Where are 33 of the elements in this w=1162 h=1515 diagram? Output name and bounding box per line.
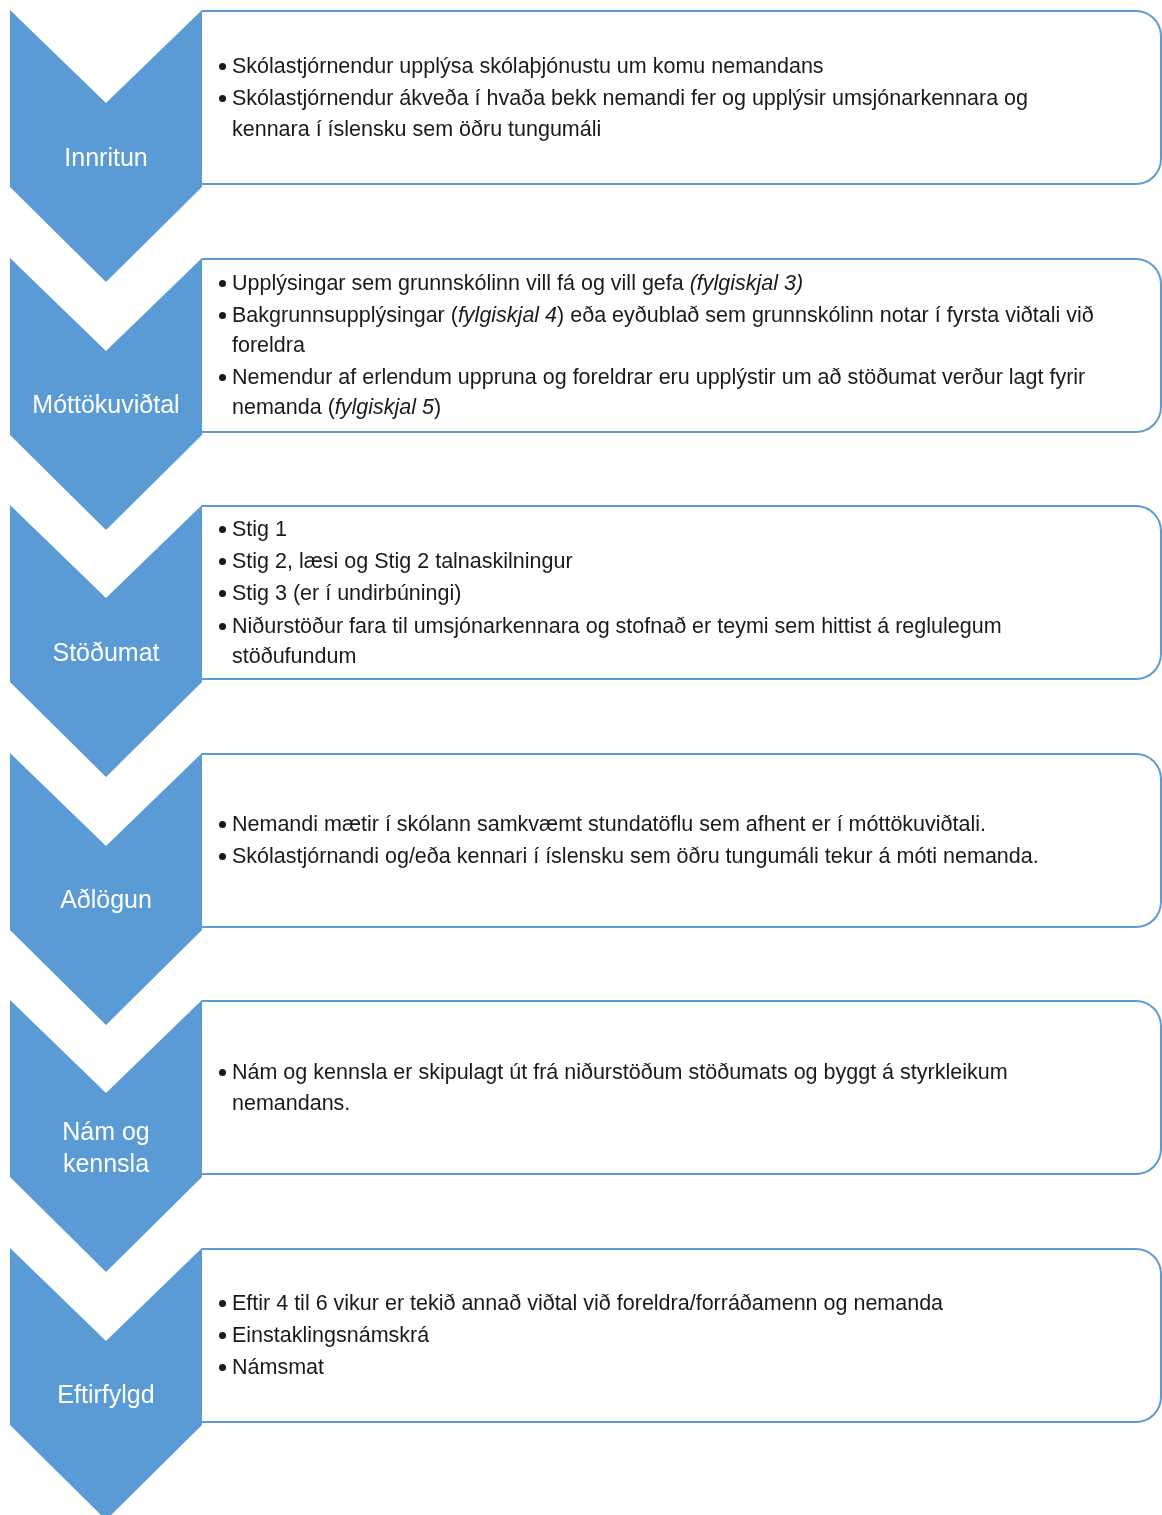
chevron-step: [10, 1247, 202, 1515]
step-label: Aðlögun: [60, 884, 152, 916]
content-box: [202, 752, 1162, 928]
bullet-text: Bakgrunnsupplýsingar (fylgiskjal 4) eða eyðublað sem grunnskólinn notar í fyrsta viðtali við foreldra: [218, 299, 1100, 361]
chevron-step: [10, 752, 202, 1025]
chevron-step: [10, 505, 202, 777]
bullet-text: Skólastjórnandi og/eða kennari í íslensku sem öðru tungumáli tekur á móti nemanda.: [218, 841, 1100, 872]
bullet-text: Nám og kennsla er skipulagt út frá niðurstöðum stöðumats og byggt á styrkleikum nemandans.: [218, 1057, 1100, 1118]
bullet-text: Nemandi mætir í skólann samkvæmt stundatöflu sem afhent er í móttökuviðtali.: [218, 808, 1100, 839]
bullet-text: Eftir 4 til 6 vikur er tekið annað viðtal við foreldra/forráðamenn og nemanda: [218, 1287, 1100, 1318]
content-box: [202, 10, 1162, 185]
bullet-text: Skólastjórnendur upplýsa skólaþjónustu um komu nemandans: [218, 51, 1100, 82]
bullet-text: Stig 2, læsi og Stig 2 talnaskilningur: [218, 546, 1100, 577]
bullet-text: Stig 3 (er í undirbúningi): [218, 578, 1100, 609]
bullet-text: Upplýsingar sem grunnskólinn vill fá og vill gefa (fylgiskjal 3): [218, 267, 1100, 298]
content-box: [202, 257, 1162, 433]
chevron-step: [10, 10, 202, 282]
content-box: [202, 505, 1162, 680]
bullet-text: Stig 1: [218, 514, 1100, 545]
content-box: [202, 1000, 1162, 1175]
bullet-text: Niðurstöður fara til umsjónarkennara og stofnað er teymi sem hittist á reglulegum stöðufundum: [218, 610, 1100, 671]
step-label: Nám og kennsla: [61, 1115, 151, 1179]
bullet-text: Skólastjórnendur ákveða í hvaða bekk nemandi fer og upplýsir umsjónarkennara og kennara í íslensku sem öðru tungumáli: [218, 83, 1100, 144]
bullet-text: Nemendur af erlendum uppruna og foreldrar eru upplýstir um að stöðumat verður lagt fyrir nemanda (fylgiskjal 5): [218, 362, 1100, 423]
step-label: Stöðumat: [52, 636, 160, 668]
chevron-step: [10, 1000, 202, 1272]
content-box: [202, 1247, 1162, 1423]
chevron-step: [10, 257, 202, 530]
bullet-text: Námsmat: [218, 1352, 1100, 1383]
step-label: Móttökuviðtal: [32, 389, 180, 421]
bullet-text: Einstaklingsnámskrá: [218, 1319, 1100, 1351]
step-label: Innritun: [64, 141, 148, 173]
step-label: Eftirfylgd: [57, 1379, 155, 1411]
